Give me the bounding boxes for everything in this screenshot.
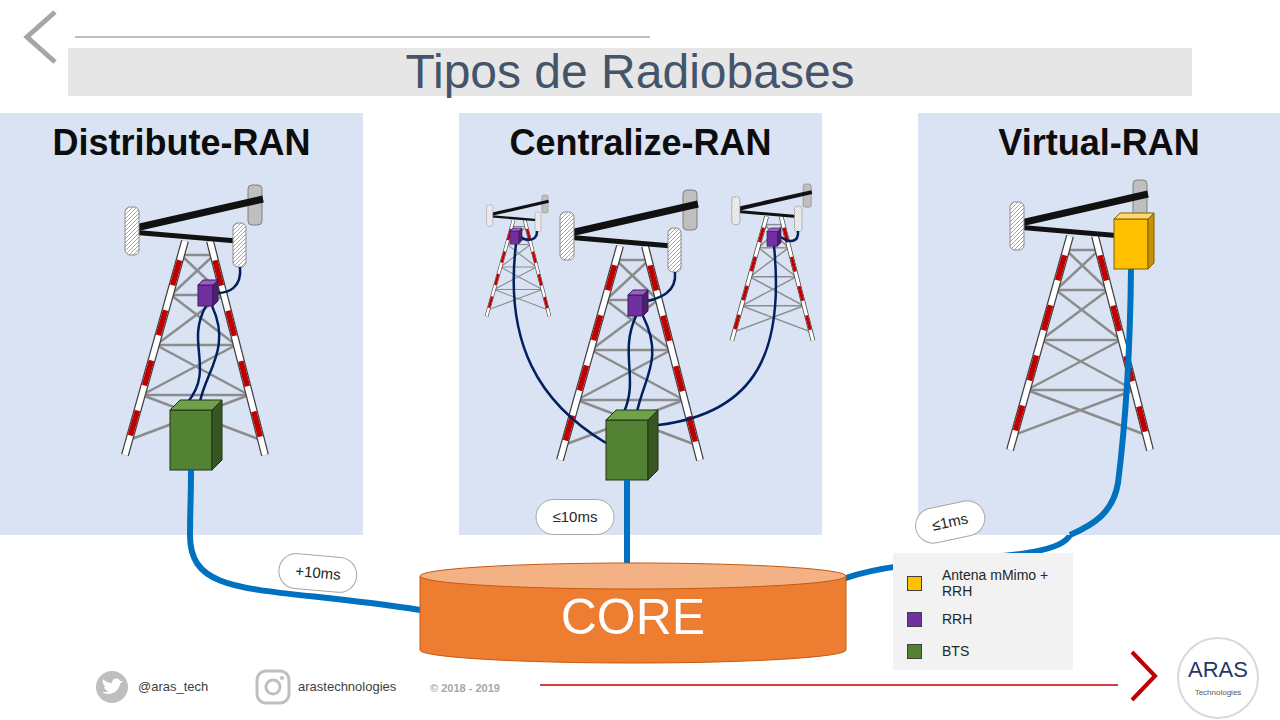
latency-label: ≤10ms [536,499,615,535]
copyright-note: © 2018 - 2019 [430,682,500,695]
social-handle: arastechnologies [298,679,396,695]
legend-swatch [907,576,922,591]
backhaul-connector [624,535,630,563]
legend-text: Antena mMimo + RRH [942,567,1052,599]
bts-unit [170,400,222,470]
ran-panel: Centralize-RAN [459,113,822,535]
panel-heading: Virtual-RAN [918,120,1280,166]
legend-text: BTS [942,643,969,659]
legend-text: RRH [942,611,972,627]
twitter-icon [96,671,128,703]
next-chevron [1132,652,1155,700]
legend-box: Antena mMimo + RRH RRH BTS [893,553,1073,670]
ran-panel: Distribute-RAN [0,113,363,535]
legend-item: BTS [907,643,969,659]
legend-swatch [907,612,922,627]
mmimo-unit [1114,213,1154,269]
legend-swatch [907,644,922,659]
rf-cables [188,267,240,402]
back-chevron [27,12,55,62]
fronthaul-cable [1070,269,1131,535]
tower [487,195,550,317]
logo-word: ARAS [1188,657,1248,683]
ran-panel: Virtual-RAN [918,113,1280,535]
core-cylinder: CORE [420,563,846,663]
tower-illustration [918,113,1280,535]
tower [732,184,813,341]
instagram-icon [257,671,289,703]
legend-item: RRH [907,611,972,627]
backhaul-connector [190,535,420,610]
panel-heading: Distribute-RAN [0,120,363,166]
legend-item: Antena mMimo + RRH [907,567,1052,599]
footer-rule [540,684,1118,686]
backhaul-cable [190,470,191,535]
social-handle: @aras_tech [138,679,208,695]
bts-unit [606,410,658,480]
backhaul-cable [624,480,630,535]
panel-heading: Centralize-RAN [459,120,822,166]
title-band: Tipos de Radiobases [68,48,1192,96]
top-rule [75,37,650,38]
latency-label: +10ms [277,552,359,595]
rrh-unit [510,228,522,244]
core-label: CORE [420,585,846,649]
logo-subtitle: Technologies [1195,688,1242,698]
slide-title: Tipos de Radiobases [68,48,1192,96]
tower-illustration [459,113,822,535]
logo-circle [1178,638,1258,718]
rrh-unit [767,228,781,246]
tower-illustration [0,113,363,535]
rrh-unit [198,280,218,306]
rrh-unit [628,290,648,316]
